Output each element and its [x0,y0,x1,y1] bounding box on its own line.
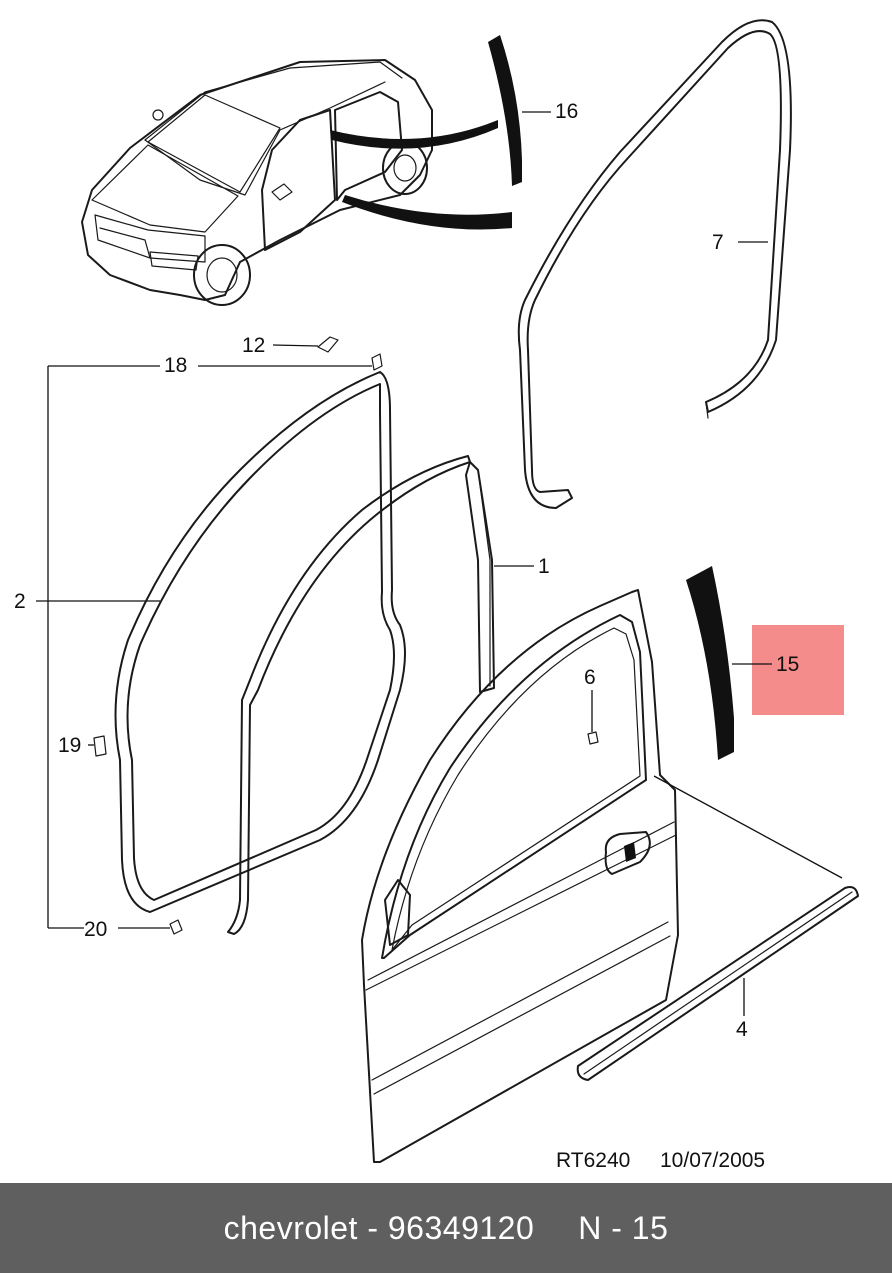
highlight-box-15 [752,625,844,715]
door-panel [361,589,679,1163]
callout-7: 7 [712,231,724,254]
callout-19: 19 [58,734,81,757]
callout-18: 18 [164,354,187,377]
callout-16: 16 [555,100,578,123]
bracket-group-2: 18 2 19 20 [14,353,383,941]
footer-part-number: chevrolet - 96349120 [223,1209,535,1246]
reference-code: RT6240 [556,1149,630,1172]
footer-page-number: N - 15 [578,1209,669,1246]
part-16-pillar-strip: 16 [488,35,578,186]
part-12-clip: 12 [242,334,339,357]
callout-15: 15 [776,653,799,676]
callout-4: 4 [736,1018,748,1041]
callout-12: 12 [242,334,265,357]
part-1-window-channel: 1 [227,455,550,935]
callout-1: 1 [538,555,550,578]
callout-6: 6 [584,666,596,689]
callout-2: 2 [14,590,26,613]
part-2-weatherstrip [114,371,406,913]
footer-bar: chevrolet - 96349120 N - 15 [0,1183,892,1273]
diagram-date: 10/07/2005 [660,1149,765,1172]
part-7-door-frame-seal: 7 [517,19,792,509]
parts-diagram: 16 7 12 18 2 19 20 [14,19,859,1172]
part-15-pillar-strip: 15 [686,566,844,760]
part-6-clip: 6 [584,666,599,745]
part-4-molding: 4 [576,775,859,1081]
callout-20: 20 [84,918,107,941]
car-illustration [81,59,512,306]
